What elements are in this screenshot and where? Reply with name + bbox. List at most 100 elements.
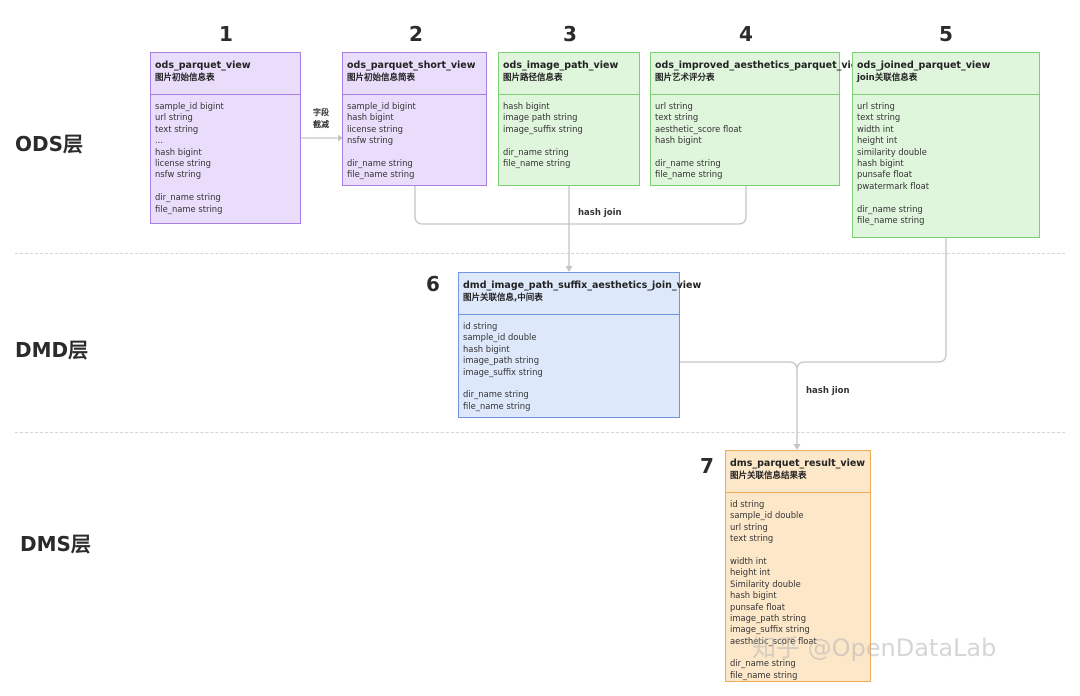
table-subtitle: 图片关联信息,中间表 [463, 293, 543, 303]
table-card-ods-parquet-short-view: ods_parquet_short_view 图片初始信息简表 sample_i… [342, 52, 487, 186]
field: id string [730, 499, 765, 509]
field-list: sample_id bigint hash bigint license str… [343, 95, 486, 181]
field: url string [655, 101, 693, 111]
field: width int [730, 555, 767, 566]
table-header: dmd_image_path_suffix_aesthetics_join_vi… [459, 273, 702, 315]
field: height int [857, 135, 898, 146]
table-number: 2 [409, 22, 423, 46]
field: aesthetic_score float [730, 635, 817, 646]
table-number: 6 [426, 272, 440, 296]
field: height int [730, 567, 771, 578]
table-subtitle: 图片初始信息表 [155, 73, 215, 83]
field-list: hash bigint image path string image_suff… [499, 95, 639, 169]
table-subtitle: 图片路径信息表 [503, 73, 563, 83]
field: image_path string [730, 612, 807, 623]
field [155, 181, 296, 192]
table-name: ods_parquet_short_view [347, 60, 476, 71]
layer-divider [15, 432, 1065, 433]
field: url string [730, 521, 768, 532]
table-name: ods_joined_parquet_view [857, 60, 991, 71]
field [730, 545, 866, 556]
table-card-ods-joined-parquet-view: ods_joined_parquet_view join关联信息表 url st… [852, 52, 1040, 238]
field: image_suffix string [503, 123, 583, 134]
layer-label-dms: DMS层 [20, 532, 91, 556]
field: width int [857, 123, 894, 134]
layer-label-dmd: DMD层 [15, 338, 89, 362]
table-subtitle: join关联信息表 [857, 73, 918, 83]
field: image_suffix string [463, 366, 543, 377]
field: punsafe float [857, 169, 913, 180]
field: hash bigint [655, 135, 702, 146]
field: Similarity double [730, 578, 801, 589]
field: hash bigint [155, 146, 202, 157]
table-header: ods_parquet_short_view 图片初始信息简表 [343, 53, 486, 95]
field: license string [155, 157, 211, 168]
field: hash bigint [503, 101, 550, 111]
table-subtitle: 图片初始信息简表 [347, 73, 416, 83]
connector-hash-join-bracket [414, 186, 747, 225]
table-card-dms-parquet-result-view: dms_parquet_result_view 图片关联信息结果表 id str… [725, 450, 871, 682]
field [655, 147, 835, 158]
arrowhead [338, 134, 343, 142]
field: sample_id double [463, 332, 537, 343]
field: hash bigint [347, 112, 394, 123]
field: file_name string [503, 157, 571, 168]
field: punsafe float [730, 601, 786, 612]
field [857, 192, 1035, 203]
table-header: ods_improved_aesthetics_parquet_view 图片艺… [651, 53, 867, 95]
table-name: dms_parquet_result_view [730, 458, 866, 469]
table-number: 1 [219, 22, 233, 46]
field-trim-label: 字段 截减 [309, 107, 333, 131]
field: file_name string [857, 214, 925, 225]
field: file_name string [155, 203, 223, 214]
table-name: dmd_image_path_suffix_aesthetics_join_vi… [463, 280, 702, 291]
field: file_name string [463, 400, 531, 411]
connector-5-to-dms [796, 238, 947, 371]
field [503, 135, 635, 146]
hash-join-label: hash join [578, 208, 622, 218]
layer-divider [15, 253, 1065, 254]
field: url string [857, 101, 895, 111]
field: image path string [503, 112, 578, 123]
field-list: url string text string aesthetic_score f… [651, 95, 839, 181]
field: dir_name string [730, 658, 796, 669]
field: sample_id double [730, 510, 804, 521]
field: ... [155, 135, 163, 146]
field-list: id string sample_id double hash bigint i… [459, 315, 679, 412]
field [347, 147, 482, 158]
table-name: ods_parquet_view [155, 60, 251, 71]
field-list: id string sample_id double url string te… [726, 493, 870, 681]
field: nsfw string [347, 135, 394, 146]
field: dir_name string [155, 192, 221, 203]
table-subtitle: 图片艺术评分表 [655, 73, 715, 83]
field: hash bigint [463, 343, 510, 354]
field: hash bigint [857, 157, 904, 168]
field: sample_id bigint [347, 101, 416, 111]
field: dir_name string [857, 203, 923, 214]
field: dir_name string [463, 389, 529, 400]
field: url string [155, 112, 193, 123]
arrowhead [565, 266, 573, 272]
field [463, 378, 675, 389]
table-name: ods_improved_aesthetics_parquet_view [655, 60, 867, 71]
table-number: 3 [563, 22, 577, 46]
field: file_name string [655, 169, 723, 180]
table-name: ods_image_path_view [503, 60, 619, 71]
field: image_path string [463, 355, 540, 366]
field: aesthetic_score float [655, 123, 742, 134]
field: hash bigint [730, 590, 777, 601]
field: dir_name string [503, 146, 569, 157]
table-card-ods-improved-aesthetics-parquet-view: ods_improved_aesthetics_parquet_view 图片艺… [650, 52, 867, 186]
field: text string [155, 123, 199, 134]
field: license string [347, 123, 403, 134]
hash-jion-label: hash jion [806, 386, 850, 396]
field: image_suffix string [730, 624, 810, 635]
field-list: sample_id bigint url string text string … [151, 95, 300, 215]
table-card-ods-parquet-view: ods_parquet_view 图片初始信息表 sample_id bigin… [150, 52, 301, 224]
table-header: ods_image_path_view 图片路径信息表 [499, 53, 639, 95]
field: file_name string [730, 669, 798, 680]
table-header: dms_parquet_result_view 图片关联信息结果表 [726, 451, 870, 493]
table-subtitle: 图片关联信息结果表 [730, 471, 807, 481]
field: file_name string [347, 169, 415, 180]
